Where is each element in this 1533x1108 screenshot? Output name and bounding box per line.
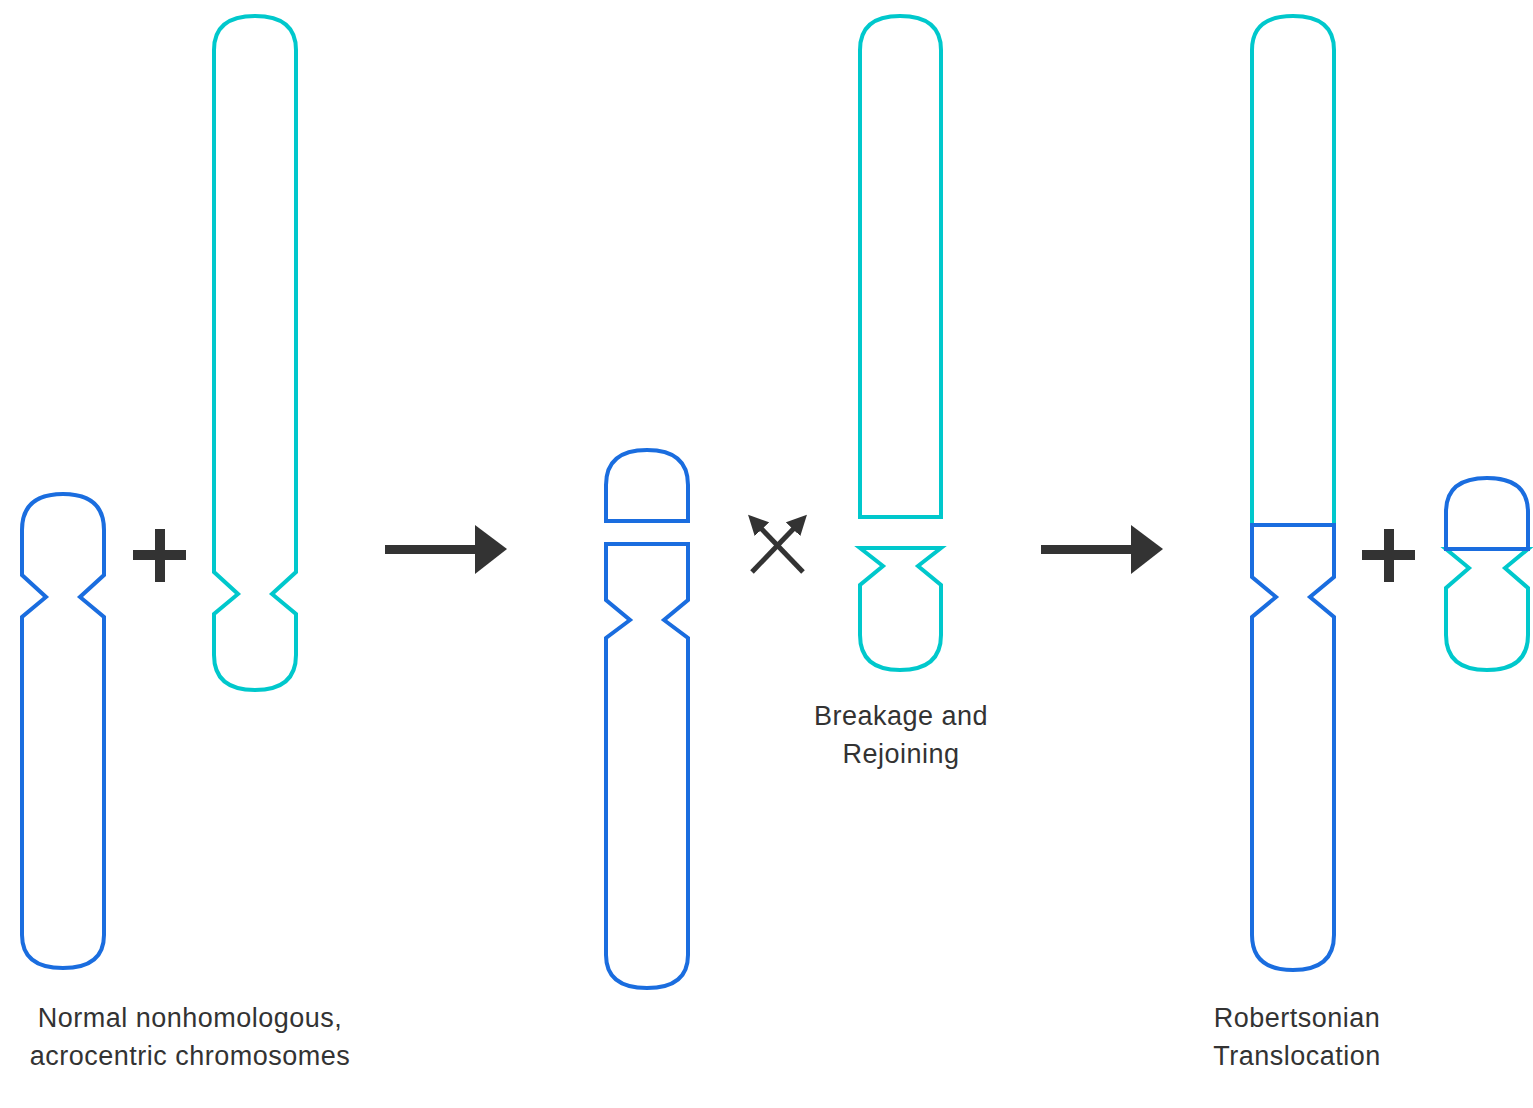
teal-translocated-arm <box>1252 16 1334 525</box>
teal-long-arm <box>860 16 941 517</box>
process-arrow <box>1131 525 1163 574</box>
blue-translocated-arm <box>1252 525 1334 970</box>
process-arrow <box>385 545 480 554</box>
blue-long-arm <box>606 544 688 988</box>
caption-label: Robertsonian Translocation <box>1167 999 1427 1075</box>
caption-label: Normal nonhomologous, acrocentric chromo… <box>10 999 370 1075</box>
small-blue-part <box>1446 478 1528 549</box>
process-arrow <box>1041 545 1136 554</box>
blue-short-arm <box>606 450 688 521</box>
plus-sign <box>155 529 165 582</box>
process-arrow <box>475 525 507 574</box>
plus-sign <box>1384 529 1394 582</box>
blue-chromosome <box>22 494 104 968</box>
caption-label: Breakage and Rejoining <box>791 697 1011 773</box>
small-teal-part <box>1446 549 1528 670</box>
teal-short-arm <box>860 548 941 670</box>
exchange-arrow <box>755 522 803 572</box>
teal-chromosome <box>214 16 296 690</box>
